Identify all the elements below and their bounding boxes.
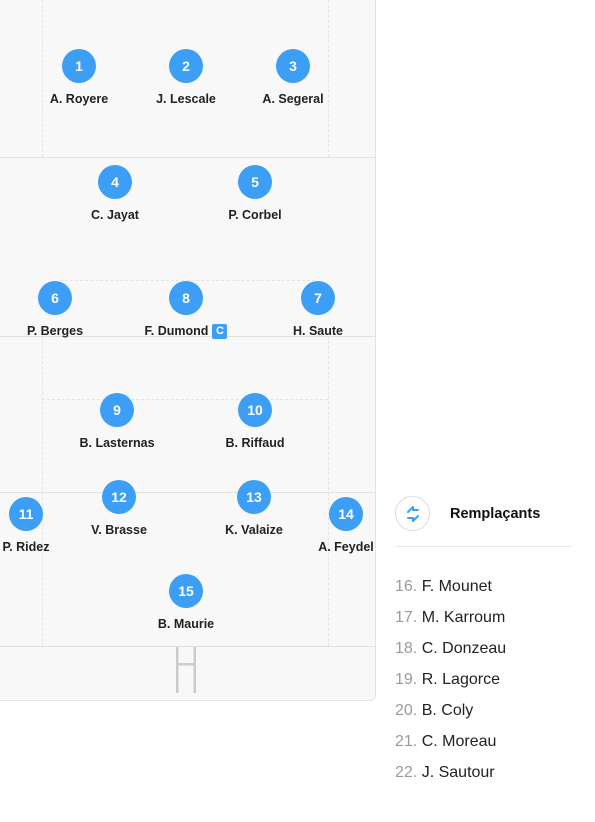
sub-number: 19.: [395, 671, 418, 688]
player-number: 14: [329, 497, 363, 531]
player-number: 8: [169, 281, 203, 315]
player-card[interactable]: 2 J. Lescale: [126, 49, 246, 107]
field-dash: [42, 399, 328, 400]
player-name: H. Saute: [292, 324, 343, 338]
player-name: A. Royere: [49, 92, 109, 106]
player-number: 12: [102, 480, 136, 514]
sub-number: 22.: [395, 764, 418, 781]
player-name: B. Lasternas: [79, 436, 155, 450]
list-item[interactable]: 21. C. Moreau: [395, 733, 506, 764]
player-name: F. Dumond: [144, 324, 209, 338]
player-name: P. Corbel: [228, 208, 282, 222]
player-name: P. Ridez: [2, 540, 50, 554]
list-item[interactable]: 19. R. Lagorce: [395, 671, 506, 702]
field-dash: [42, 0, 43, 157]
captain-badge: C: [212, 324, 228, 339]
try-line: [0, 646, 375, 647]
player-number: 1: [62, 49, 96, 83]
field-line: [0, 492, 375, 493]
player-card[interactable]: 1 A. Royere: [19, 49, 139, 107]
list-item[interactable]: 20. B. Coly: [395, 702, 506, 733]
player-card[interactable]: 9 B. Lasternas: [57, 393, 177, 451]
sub-name: J. Sautour: [421, 764, 495, 781]
list-item[interactable]: 16. F. Mounet: [395, 578, 506, 609]
sub-number: 18.: [395, 640, 418, 657]
field-line: [0, 157, 375, 158]
player-name: B. Maurie: [157, 617, 215, 631]
player-number: 13: [237, 480, 271, 514]
list-item[interactable]: 17. M. Karroum: [395, 609, 506, 640]
sub-name: R. Lagorce: [421, 671, 500, 688]
field-dash: [42, 336, 43, 646]
sub-name: M. Karroum: [421, 609, 506, 626]
substitutes-list: 16. F. Mounet 17. M. Karroum 18. C. Donz…: [395, 578, 506, 795]
player-card[interactable]: 5 P. Corbel: [195, 165, 315, 223]
player-number: 6: [38, 281, 72, 315]
player-number: 11: [9, 497, 43, 531]
player-number: 10: [238, 393, 272, 427]
list-item[interactable]: 22. J. Sautour: [395, 764, 506, 795]
player-card[interactable]: 4 C. Jayat: [55, 165, 175, 223]
list-item[interactable]: 18. C. Donzeau: [395, 640, 506, 671]
player-number: 4: [98, 165, 132, 199]
sub-name: C. Moreau: [421, 733, 497, 750]
sub-name: F. Mounet: [421, 578, 492, 595]
player-card[interactable]: 12 V. Brasse: [59, 480, 179, 538]
player-number: 3: [276, 49, 310, 83]
player-card[interactable]: 11 P. Ridez: [0, 497, 86, 555]
field-dash: [60, 280, 315, 281]
sub-number: 20.: [395, 702, 418, 719]
swap-icon: [407, 506, 419, 522]
player-name: A. Feydel: [318, 540, 374, 554]
sub-number: 17.: [395, 609, 418, 626]
player-number: 9: [100, 393, 134, 427]
player-card[interactable]: 6 P. Berges: [0, 281, 115, 339]
player-number: 2: [169, 49, 203, 83]
player-name: A. Segeral: [262, 92, 324, 106]
player-name: B. Riffaud: [225, 436, 285, 450]
sub-name: C. Donzeau: [421, 640, 507, 657]
player-card[interactable]: 3 A. Segeral: [233, 49, 353, 107]
player-name: V. Brasse: [91, 523, 147, 537]
player-card[interactable]: 10 B. Riffaud: [195, 393, 315, 451]
field-line: [0, 336, 375, 337]
goal-posts-icon: [176, 647, 196, 693]
player-card[interactable]: 15 B. Maurie: [126, 574, 246, 632]
field-dash: [328, 0, 329, 157]
player-name: C. Jayat: [91, 208, 139, 222]
sub-number: 21.: [395, 733, 418, 750]
player-name: P. Berges: [26, 324, 84, 338]
player-number: 15: [169, 574, 203, 608]
player-name: J. Lescale: [156, 92, 216, 106]
player-card[interactable]: 14 A. Feydel: [286, 497, 406, 555]
swap-button[interactable]: [395, 496, 430, 531]
substitutes-header: Remplaçants: [395, 496, 571, 547]
player-card[interactable]: 7 H. Saute: [258, 281, 378, 339]
player-number: 7: [301, 281, 335, 315]
player-card[interactable]: 13 K. Valaize: [194, 480, 314, 538]
player-number: 5: [238, 165, 272, 199]
substitutes-title: Remplaçants: [450, 506, 541, 522]
sub-name: B. Coly: [421, 702, 474, 719]
sub-number: 16.: [395, 578, 418, 595]
field-dash: [328, 336, 329, 646]
divider: [395, 546, 571, 547]
player-name: K. Valaize: [225, 523, 283, 537]
